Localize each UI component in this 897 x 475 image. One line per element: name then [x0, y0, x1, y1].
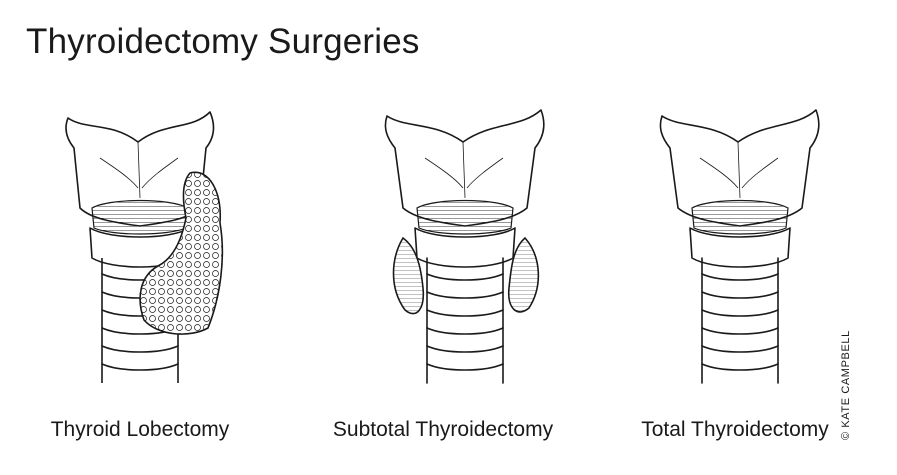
trachea-rings — [701, 257, 779, 384]
thyroid-cartilage — [65, 111, 215, 227]
thyroid-cartilage — [384, 109, 545, 227]
lobectomy-drawing — [65, 111, 224, 383]
cricoid-cartilage — [689, 199, 791, 268]
thyroid-right-remnant — [507, 236, 540, 313]
subtotal-drawing — [384, 109, 545, 384]
larynx-illustration-subtotal — [365, 98, 565, 398]
caption-total: Total Thyroidectomy — [641, 418, 829, 441]
cricoid-cartilage — [414, 199, 516, 268]
thyroid-right-lobe — [139, 171, 224, 335]
trachea-rings — [426, 257, 504, 384]
cricoid-cartilage — [89, 199, 191, 268]
larynx-illustration-total — [640, 98, 840, 398]
caption-subtotal: Subtotal Thyroidectomy — [332, 418, 554, 441]
caption-lobectomy: Thyroid Lobectomy — [50, 418, 230, 441]
larynx-illustration-lobectomy — [40, 98, 240, 398]
artist-credit: © KATE CAMPBELL — [840, 330, 852, 440]
thyroid-left-remnant — [392, 236, 425, 315]
total-drawing — [659, 109, 820, 384]
thyroid-cartilage — [659, 109, 820, 227]
page-title: Thyroidectomy Surgeries — [26, 22, 420, 61]
